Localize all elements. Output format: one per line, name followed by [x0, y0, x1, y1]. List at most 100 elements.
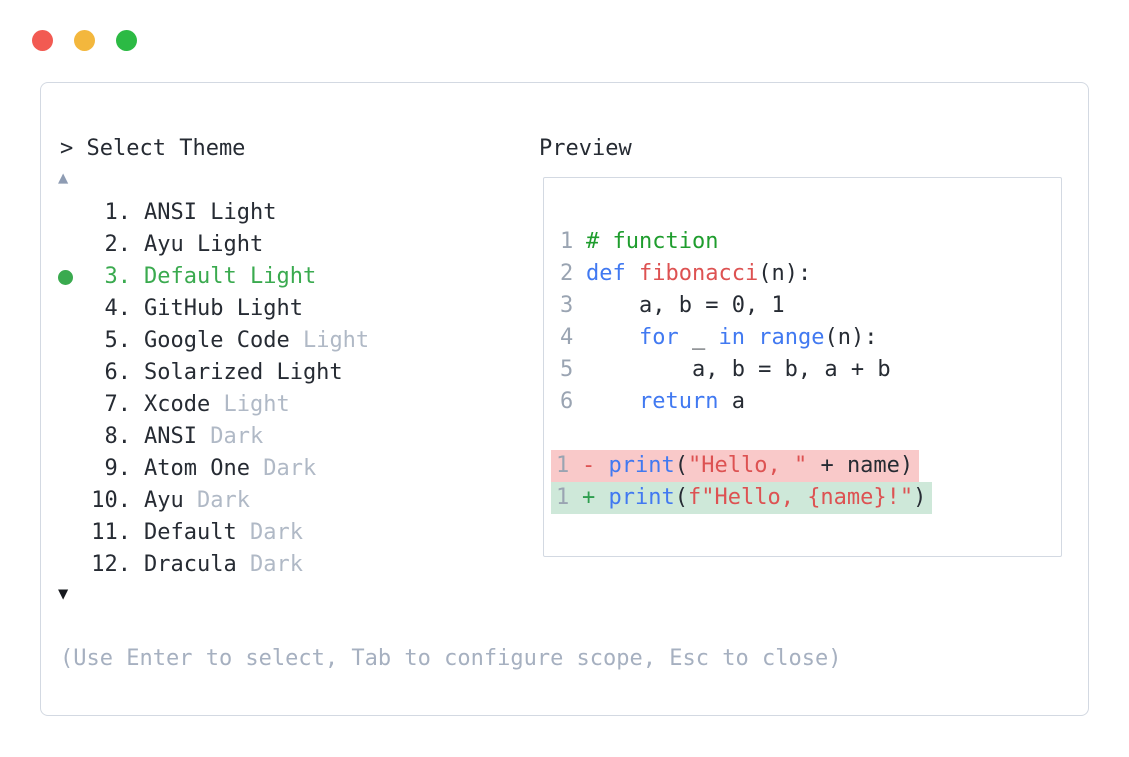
- code-line: 6 return a: [544, 386, 1061, 418]
- theme-item-name: Ayu: [144, 488, 184, 513]
- code-token: (: [674, 453, 688, 478]
- theme-item-number: 4.: [104, 296, 132, 321]
- theme-item-variant: Light: [289, 328, 370, 353]
- window-controls: [32, 30, 137, 51]
- theme-item-variant: Light: [210, 392, 290, 417]
- diff-highlight: 1 + print(f"Hello, {name}!"): [551, 482, 933, 514]
- line-number: 1: [556, 485, 570, 510]
- code-line: 4 for _ in range(n):: [544, 322, 1061, 354]
- theme-item-variant: Dark: [249, 456, 317, 481]
- code-line: 5 a, b = b, a + b: [544, 354, 1061, 386]
- theme-item-variant: Dark: [183, 488, 250, 513]
- theme-item-solarized-light[interactable]: 6. Solarized Light: [41, 357, 511, 389]
- theme-item-name: Solarized Light: [144, 360, 343, 385]
- code-token: a, b = b, a + b: [586, 357, 891, 382]
- theme-item-xcode[interactable]: 7. Xcode Light: [41, 389, 511, 421]
- preview-label: Preview: [539, 136, 632, 161]
- footer-hint: (Use Enter to select, Tab to configure s…: [60, 646, 842, 671]
- diff-removed-line: 1- print("Hello, " + name): [544, 450, 1061, 482]
- theme-item-number: 2.: [104, 232, 132, 257]
- theme-item-number: 9.: [104, 456, 132, 481]
- line-number: 5: [560, 357, 574, 382]
- code-token: for: [638, 325, 679, 350]
- theme-item-number: 6.: [104, 360, 132, 385]
- theme-item-variant: Dark: [236, 520, 303, 545]
- line-number: 1: [560, 229, 574, 254]
- theme-item-number: 3.: [104, 264, 132, 289]
- code-token: in: [718, 325, 745, 350]
- theme-item-name: Google Code: [144, 328, 290, 353]
- line-number: 2: [560, 261, 574, 286]
- code-token: [626, 261, 639, 286]
- line-number: 1: [556, 453, 570, 478]
- diff-highlight: 1- print("Hello, " + name): [551, 450, 920, 482]
- code-token: +: [582, 485, 609, 510]
- code-token: fibonacci: [639, 261, 759, 286]
- theme-item-variant: Dark: [236, 552, 303, 577]
- theme-item-google-code[interactable]: 5. Google Code Light: [41, 325, 511, 357]
- code-token: range: [758, 325, 825, 350]
- theme-item-ansi-light[interactable]: 1.ANSI Light: [41, 197, 511, 229]
- theme-item-name: ANSI: [144, 424, 197, 449]
- theme-item-atom-one[interactable]: 9. Atom One Dark: [41, 453, 511, 485]
- code-token: -: [582, 453, 609, 478]
- theme-item-name: Xcode: [144, 392, 211, 417]
- code-token: def: [586, 261, 626, 286]
- theme-item-ayu[interactable]: 10. Ayu Dark: [41, 485, 511, 517]
- minimize-button[interactable]: [74, 30, 95, 51]
- theme-item-name: Ayu Light: [144, 232, 264, 257]
- code-line: 3 a, b = 0, 1: [544, 290, 1061, 322]
- code-token: a, b = 0, 1: [586, 293, 785, 318]
- theme-item-name: GitHub Light: [144, 296, 303, 321]
- diff-added-line: 1 + print(f"Hello, {name}!"): [544, 482, 1061, 514]
- code-line: 2 def fibonacci(n):: [544, 258, 1061, 290]
- scroll-up-icon[interactable]: ▲: [58, 168, 69, 188]
- code-token: (: [674, 485, 688, 510]
- code-token: (n):: [758, 261, 812, 286]
- theme-item-number: 8.: [104, 424, 132, 449]
- code-token: return: [638, 389, 719, 414]
- theme-item-ansi[interactable]: 8. ANSI Dark: [41, 421, 511, 453]
- theme-item-name: Dracula: [144, 552, 237, 577]
- code-token: _: [678, 325, 719, 350]
- code-token: ): [913, 485, 927, 510]
- code-token: + name): [807, 453, 914, 478]
- code-token: print: [608, 453, 675, 478]
- theme-item-github-light[interactable]: 4. GitHub Light: [41, 293, 511, 325]
- theme-item-number: 12.: [91, 552, 131, 577]
- code-line: [544, 418, 1061, 450]
- code-token: [586, 389, 639, 414]
- scroll-down-icon[interactable]: ▼: [58, 584, 69, 604]
- code-token: a: [718, 389, 745, 414]
- code-token: # function: [586, 229, 719, 254]
- code-token: "Hello, ": [687, 453, 808, 478]
- close-button[interactable]: [32, 30, 53, 51]
- code-token: (n):: [824, 325, 878, 350]
- theme-item-default-light[interactable]: 3. Default Light: [41, 261, 511, 293]
- selected-indicator-dot-icon: [58, 269, 73, 285]
- theme-item-number: 11.: [91, 520, 131, 545]
- zoom-button[interactable]: [116, 30, 137, 51]
- theme-item-ayu-light[interactable]: 2. Ayu Light: [41, 229, 511, 261]
- select-theme-prompt: > Select Theme: [60, 136, 246, 161]
- code-token: f"Hello, {name}!": [687, 485, 914, 510]
- theme-item-number: 10.: [91, 488, 131, 513]
- theme-item-name: Atom One: [144, 456, 250, 481]
- line-number: 3: [560, 293, 574, 318]
- line-number: 4: [560, 325, 574, 350]
- theme-item-number: 5.: [104, 328, 132, 353]
- line-number: 6: [560, 389, 574, 414]
- theme-item-dracula[interactable]: 12. Dracula Dark: [41, 549, 511, 581]
- code-token: print: [608, 485, 675, 510]
- theme-item-number: 1.: [104, 200, 132, 225]
- code-token: [745, 325, 758, 350]
- theme-item-name: Default Light: [144, 264, 317, 289]
- theme-item-default[interactable]: 11. Default Dark: [41, 517, 511, 549]
- theme-item-number: 7.: [104, 392, 132, 417]
- code-token: [586, 325, 639, 350]
- theme-item-name: Default: [144, 520, 237, 545]
- theme-item-variant: Dark: [196, 424, 264, 449]
